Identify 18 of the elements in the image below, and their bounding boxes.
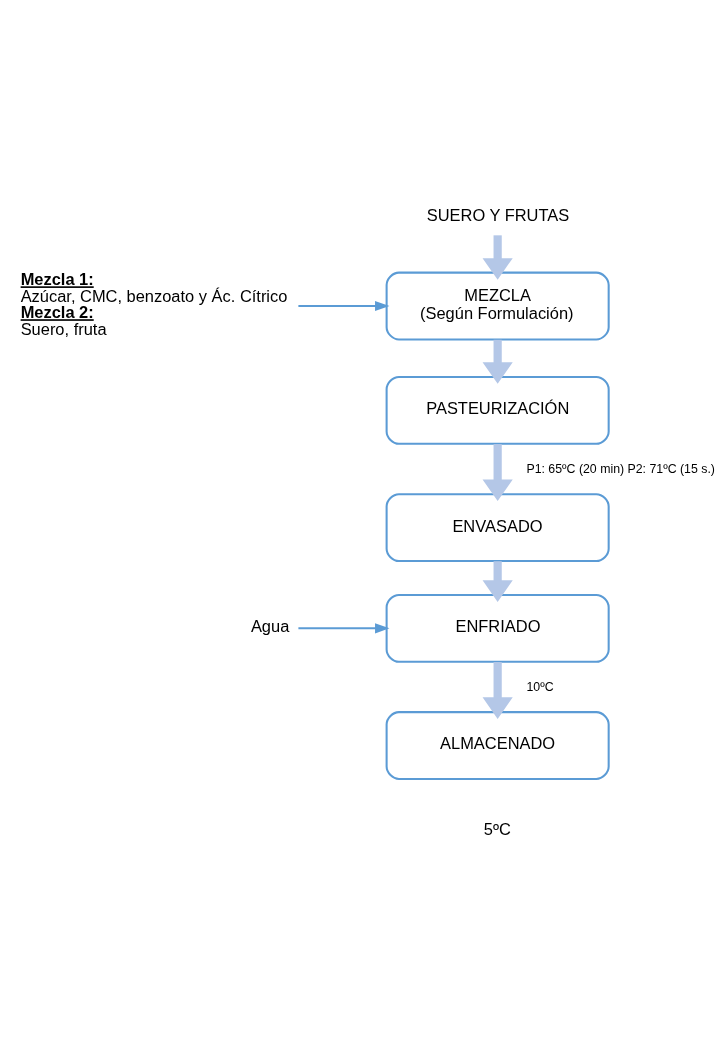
arrow	[298, 623, 390, 634]
node-text: SUERO Y FRUTAS	[426, 205, 570, 224]
arrow	[482, 561, 513, 602]
node-box: PASTEURIZACIÓN	[385, 375, 610, 445]
arrow	[482, 235, 513, 280]
node-box: ALMACENADO	[385, 711, 610, 780]
edge-label: P1: 65ºC (20 min) P2: 71ºC (15 s.)	[526, 461, 715, 476]
node-box: ENVASADO	[385, 493, 610, 563]
node-text: Mezcla 1: Azúcar, CMC, benzoato y Ác. Cítrico Mezcla 2: Suero, fruta	[20, 270, 288, 338]
arrow	[298, 301, 390, 312]
node-label: 5ºC	[483, 820, 511, 839]
arrow	[482, 339, 513, 384]
arrow	[482, 662, 513, 719]
node-box: MEZCLA (Según Formulación)	[385, 271, 610, 341]
node-text: Agua	[250, 617, 290, 636]
edge-label: 10ºC	[526, 679, 554, 694]
node-box: ENFRIADO	[385, 593, 610, 663]
arrow	[482, 444, 513, 501]
